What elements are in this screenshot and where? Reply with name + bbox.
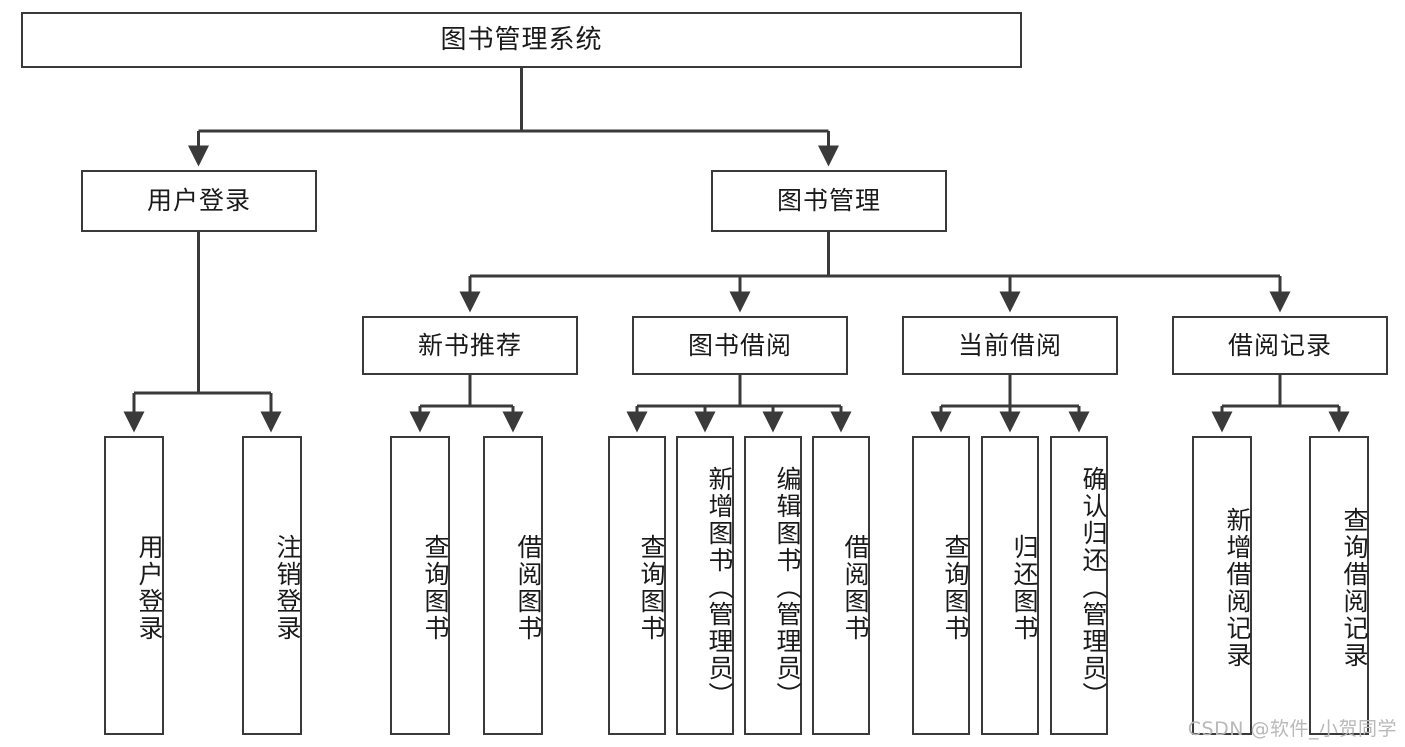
node-borrow-record-label: 借阅记录: [1227, 330, 1332, 360]
node-book-borrow[interactable]: 图书借阅: [632, 316, 848, 375]
leaf-add-book-label: 新增图书（管理员）: [705, 466, 734, 709]
node-root-label: 图书管理系统: [440, 24, 603, 55]
leaf-borrow-book-label: 借阅图书: [841, 533, 870, 642]
leaf-add-borrow-record[interactable]: 新增借阅记录: [1192, 436, 1252, 735]
leaf-add-borrow-record-label: 新增借阅记录: [1223, 506, 1252, 669]
leaf-borrow-book[interactable]: 借阅图书: [812, 436, 870, 735]
node-user-login[interactable]: 用户登录: [81, 170, 317, 232]
node-book-management[interactable]: 图书管理: [711, 170, 947, 232]
leaf-edit-book[interactable]: 编辑图书（管理员）: [744, 436, 802, 735]
leaf-add-book[interactable]: 新增图书（管理员）: [676, 436, 734, 735]
leaf-borrow-book-recommend-label: 借阅图书: [514, 533, 543, 642]
node-borrow-record[interactable]: 借阅记录: [1172, 316, 1388, 375]
node-book-borrow-label: 图书借阅: [687, 330, 792, 360]
leaf-borrow-book-recommend[interactable]: 借阅图书: [483, 436, 543, 735]
node-current-borrow-label: 当前借阅: [957, 330, 1062, 360]
node-book-management-label: 图书管理: [776, 186, 881, 216]
leaf-query-book-recommend[interactable]: 查询图书: [390, 436, 450, 735]
leaf-edit-book-label: 编辑图书（管理员）: [773, 466, 802, 709]
node-new-book-recommend[interactable]: 新书推荐: [362, 316, 578, 375]
leaf-query-borrow-record-label: 查询借阅记录: [1340, 506, 1369, 669]
leaf-query-book-borrow[interactable]: 查询图书: [608, 436, 666, 735]
leaf-query-book-borrow-label: 查询图书: [637, 533, 666, 642]
leaf-confirm-return[interactable]: 确认归还（管理员）: [1050, 436, 1108, 735]
node-current-borrow[interactable]: 当前借阅: [902, 316, 1118, 375]
leaf-query-book-current-label: 查询图书: [941, 533, 970, 642]
node-new-book-recommend-label: 新书推荐: [417, 330, 522, 360]
leaf-logout-label: 注销登录: [273, 533, 302, 642]
leaf-query-borrow-record[interactable]: 查询借阅记录: [1309, 436, 1369, 735]
leaf-logout[interactable]: 注销登录: [242, 436, 302, 735]
leaf-return-book-label: 归还图书: [1010, 533, 1039, 642]
node-user-login-label: 用户登录: [146, 186, 251, 216]
leaf-query-book-recommend-label: 查询图书: [421, 533, 450, 642]
leaf-user-login-label: 用户登录: [135, 533, 164, 642]
leaf-return-book[interactable]: 归还图书: [981, 436, 1039, 735]
leaf-query-book-current[interactable]: 查询图书: [912, 436, 970, 735]
node-root[interactable]: 图书管理系统: [21, 12, 1022, 68]
watermark: CSDN @软件_小贺同学: [1187, 718, 1397, 740]
leaf-confirm-return-label: 确认归还（管理员）: [1079, 466, 1108, 709]
leaf-user-login[interactable]: 用户登录: [104, 436, 164, 735]
